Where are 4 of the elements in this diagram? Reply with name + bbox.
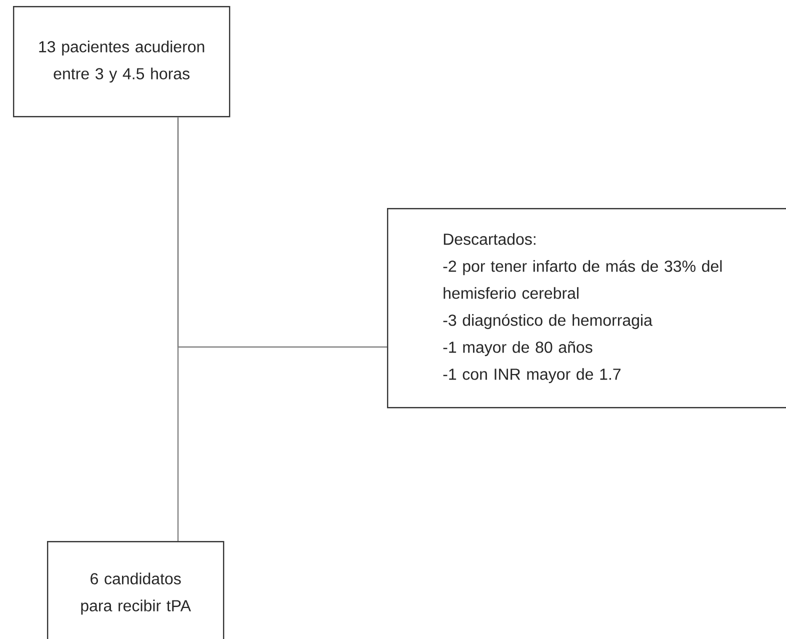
process-box: 6 candidatos para recibir tPA xyxy=(47,541,224,639)
process-box: 13 pacientes acudieron entre 3 y 4.5 horas xyxy=(13,6,230,118)
criteria-box: Descartados: -2 por tener infarto de más de 33% del hemisferio cerebral -3 diagnóstico de hemorragia -1 mayor de 80 años -1 con INR mayor de 1.7 xyxy=(387,208,786,408)
connector-line xyxy=(177,117,387,348)
